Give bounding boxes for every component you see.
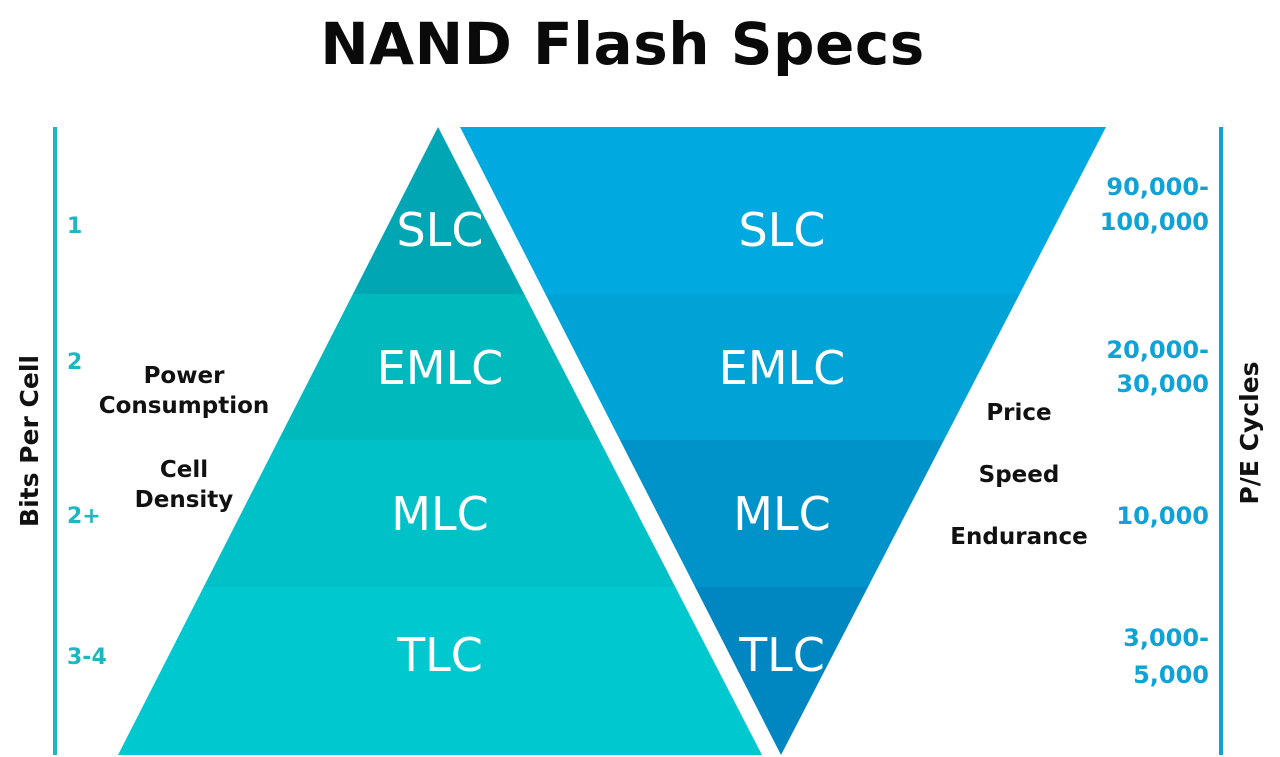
right-level-tlc: TLC [738,628,825,682]
right-band-emlc [545,294,1020,440]
right-triangle [460,127,1106,755]
left-band-emlc [278,294,600,440]
left-band-mlc [203,440,676,587]
pe-cycles-value: 5,000 [1133,661,1209,689]
left-annotation: Density [135,487,234,513]
left-band-tlc [118,587,762,755]
bits-per-cell-value: 2 [67,350,82,375]
pe-cycles-value: 3,000- [1123,624,1209,652]
pe-cycles-value: 90,000- [1106,173,1209,201]
right-level-emlc: EMLC [719,341,846,395]
right-level-mlc: MLC [733,487,830,541]
left-level-mlc: MLC [391,487,488,541]
right-band-tlc [695,587,868,755]
bits-per-cell-value: 1 [67,214,82,239]
left-axis-values: 1 2 2+ 3-4 [67,214,107,670]
right-annotation: Price [986,400,1051,426]
right-band-mlc [619,440,945,587]
pe-cycles-value: 20,000- [1106,336,1209,364]
left-level-emlc: EMLC [377,341,504,395]
right-annotation: Speed [979,462,1060,488]
pe-cycles-value: 100,000 [1100,208,1209,236]
right-axis-values: 90,000- 100,000 20,000- 30,000 10,000 3,000- 5… [1100,173,1209,689]
left-axis-title: Bits Per Cell [15,355,44,527]
left-band-slc [352,127,525,294]
right-annotation: Endurance [950,524,1087,550]
right-level-slc: SLC [739,203,826,257]
bits-per-cell-value: 2+ [67,504,101,529]
left-annotation: Power [144,363,226,389]
pe-cycles-value: 30,000 [1116,370,1209,398]
page-title: NAND Flash Specs [320,10,925,78]
pe-cycles-value: 10,000 [1116,502,1209,530]
left-level-labels: SLC EMLC MLC TLC [377,203,504,682]
right-band-slc [460,127,1106,294]
left-level-tlc: TLC [396,628,483,682]
left-triangle [118,127,762,755]
right-level-labels: SLC EMLC MLC TLC [719,203,846,682]
left-level-slc: SLC [397,203,484,257]
left-annotation: Cell [160,457,208,483]
right-axis-title: P/E Cycles [1235,361,1264,504]
bits-per-cell-value: 3-4 [67,645,107,670]
left-annotation: Consumption [99,393,270,419]
